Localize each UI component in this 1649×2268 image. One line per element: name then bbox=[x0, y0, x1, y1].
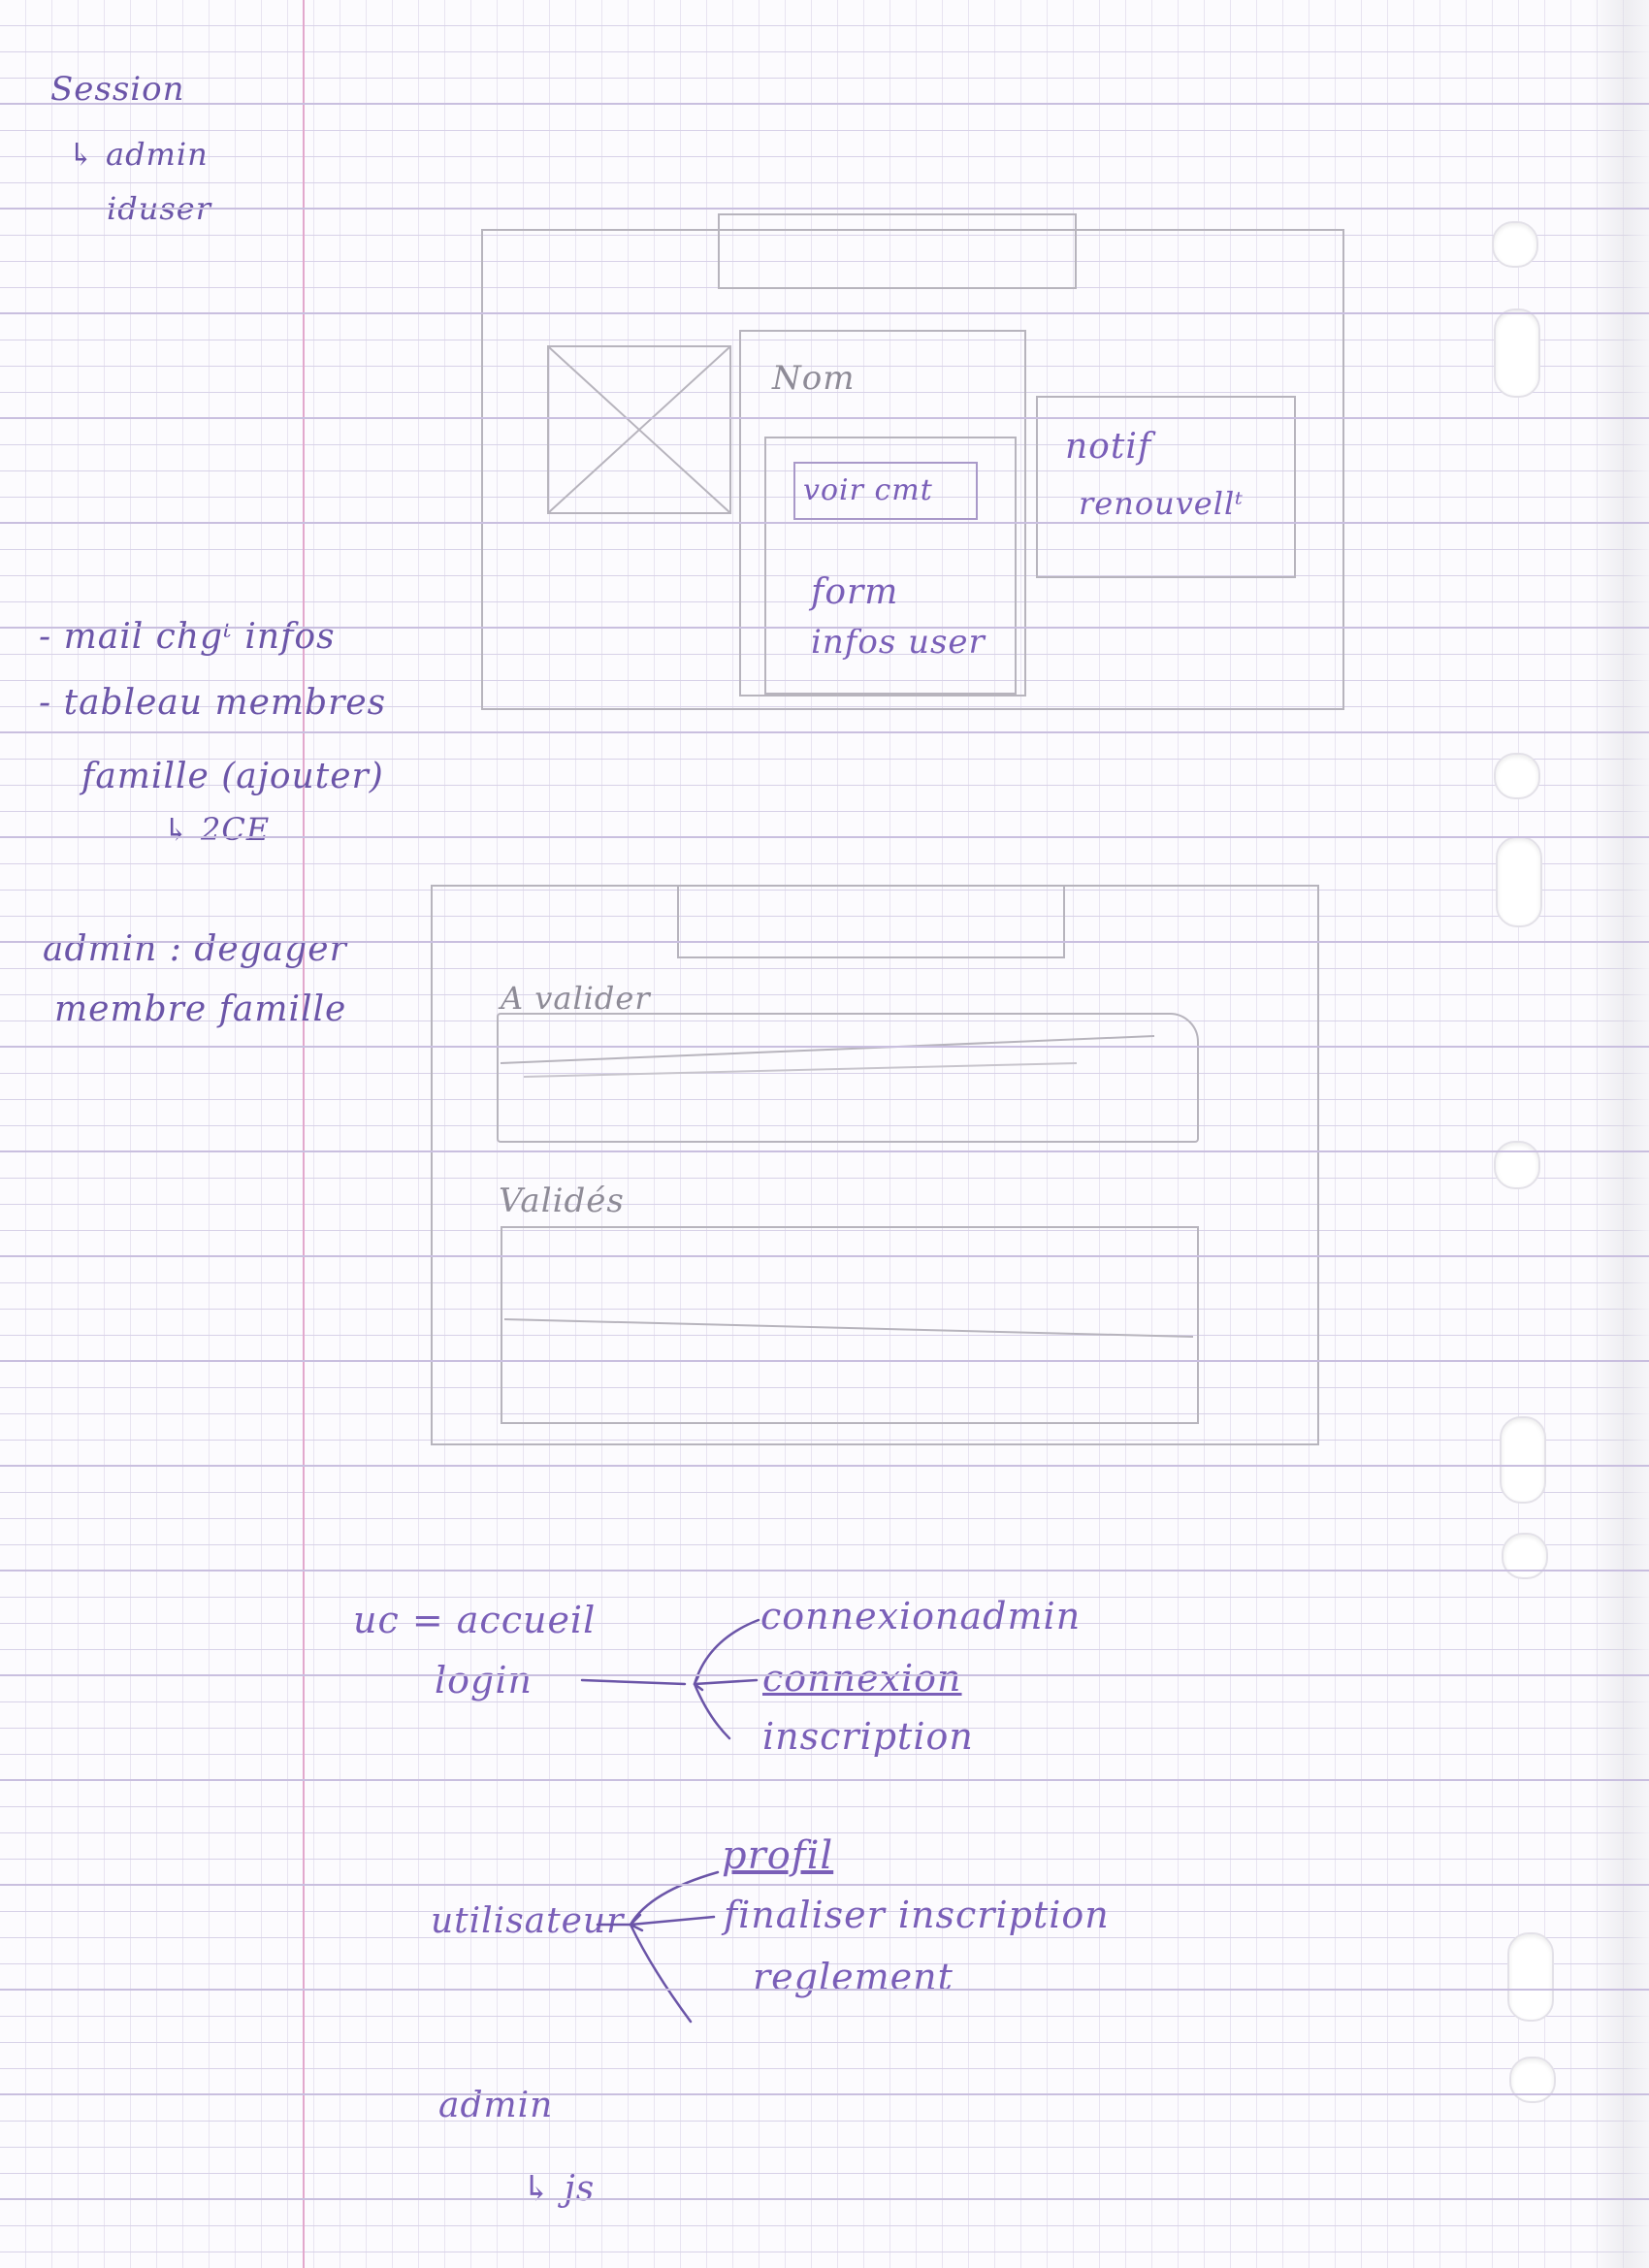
voir-compte-label: voir cmt bbox=[803, 473, 933, 507]
binder-hole bbox=[1502, 1533, 1548, 1579]
session-note: Session bbox=[50, 70, 185, 109]
login-branch-connexion bbox=[693, 1678, 759, 1686]
a-valider-table bbox=[497, 1013, 1199, 1143]
binder-hole bbox=[1496, 836, 1542, 927]
utilisateur-branch bbox=[629, 1870, 720, 2024]
mail-change-note: - mail chgᵗ infos bbox=[39, 617, 336, 657]
profile-name-panel bbox=[739, 330, 1026, 697]
utilisateur-option-reglement[interactable]: reglement bbox=[753, 1956, 954, 1998]
binder-hole bbox=[1500, 1416, 1546, 1504]
membre-famille-note: membre famille bbox=[54, 989, 347, 1029]
nom-label: Nom bbox=[772, 359, 856, 398]
utilisateur-option-profil[interactable]: profil bbox=[722, 1833, 834, 1878]
session-iduser-note: iduser bbox=[107, 190, 211, 227]
admin-degager-note: admin : degager bbox=[43, 929, 347, 969]
binder-hole bbox=[1492, 221, 1538, 268]
accueil-option-connexion[interactable]: connexion bbox=[762, 1657, 962, 1700]
accueil-option-connexionadmin[interactable]: connexionadmin bbox=[760, 1595, 1082, 1637]
form-label: form bbox=[811, 572, 899, 612]
utilisateur-option-finaliser-inscription[interactable]: finaliser inscription bbox=[724, 1894, 1110, 1936]
uc-accueil-label: uc = accueil bbox=[353, 1599, 597, 1641]
famille-sub-note: ↳ 2CE bbox=[163, 811, 271, 848]
notif-label: notif bbox=[1065, 427, 1152, 467]
infos-user-label: infos user bbox=[811, 623, 986, 662]
profile-inner-panel bbox=[764, 437, 1017, 695]
valides-table bbox=[501, 1226, 1199, 1424]
admin-js-label: ↳ js bbox=[522, 2169, 596, 2209]
a-valider-heading: A valider bbox=[501, 980, 651, 1017]
profile-header-bar bbox=[718, 213, 1077, 289]
binder-hole bbox=[1494, 753, 1540, 799]
login-label: login bbox=[435, 1659, 533, 1701]
uc-admin-label: admin bbox=[438, 2086, 554, 2125]
uc-utilisateur-label: utilisateur bbox=[431, 1901, 625, 1941]
session-admin-note: ↳ admin bbox=[68, 136, 209, 173]
margin-line bbox=[303, 0, 305, 2268]
binder-hole bbox=[1494, 308, 1540, 398]
binder-hole bbox=[1507, 1932, 1554, 2022]
login-branch-connexionadmin bbox=[693, 1618, 760, 1740]
profile-image-placeholder bbox=[547, 345, 731, 514]
renouvellement-label: renouvellᵗ bbox=[1079, 485, 1245, 522]
login-arrow-line bbox=[580, 1678, 687, 1686]
admin-header-bar bbox=[677, 885, 1065, 958]
accueil-option-inscription[interactable]: inscription bbox=[762, 1715, 974, 1758]
profile-wireframe-frame bbox=[481, 229, 1344, 710]
notif-renouvellement-panel bbox=[1036, 396, 1296, 578]
binder-hole bbox=[1494, 1141, 1540, 1189]
utilisateur-branch-finaliser bbox=[629, 1915, 716, 1927]
famille-ajouter-note: famille (ajouter) bbox=[81, 757, 384, 796]
tableau-membres-note: - tableau membres bbox=[39, 683, 387, 723]
voir-compte-button[interactable] bbox=[793, 462, 978, 520]
valides-heading: Validés bbox=[499, 1182, 625, 1220]
binder-hole bbox=[1509, 2057, 1556, 2103]
page-edge bbox=[1591, 0, 1649, 2268]
